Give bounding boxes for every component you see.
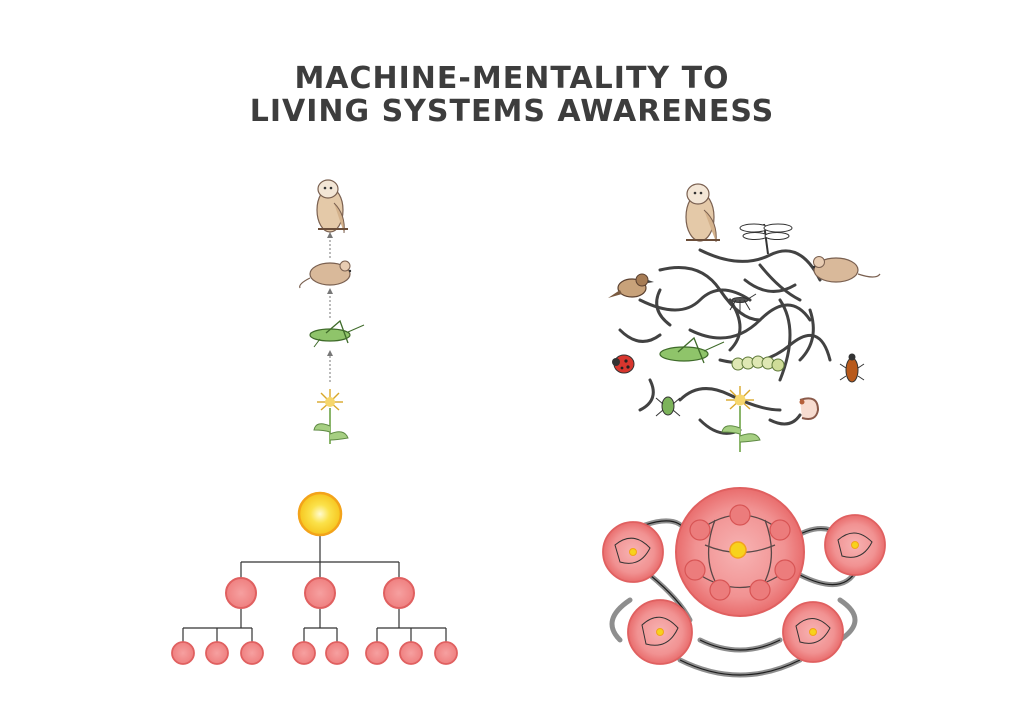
sparrow-icon (608, 273, 654, 298)
hierarchy-leaf-node (292, 641, 316, 665)
network-satellite-node (602, 521, 664, 583)
beetle-icon (839, 353, 865, 383)
network-satellite-node (627, 599, 693, 665)
dandelion-icon (721, 386, 761, 452)
food-chain (299, 179, 365, 444)
hierarchy-leaf-node (171, 641, 195, 665)
web-strands (618, 248, 832, 435)
hierarchy-leaf-node (434, 641, 458, 665)
mouse-icon (299, 260, 352, 289)
food-web (608, 183, 881, 452)
network-satellite-node (824, 514, 886, 576)
grasshopper-icon (309, 319, 365, 348)
hierarchy-node (383, 577, 415, 609)
grasshopper-icon (659, 336, 725, 364)
owl-icon (685, 183, 720, 243)
hierarchy-node (225, 577, 257, 609)
mouse-icon (812, 256, 881, 283)
hierarchy-connectors (182, 535, 447, 642)
title-line-2: LIVING SYSTEMS AWARENESS (249, 94, 775, 129)
hierarchy-root-node (297, 491, 343, 537)
hierarchy-leaf-node (365, 641, 389, 665)
living-network-diagram (602, 487, 886, 678)
hierarchy-leaf-node (399, 641, 423, 665)
hierarchy-node (304, 577, 336, 609)
owl-icon (316, 179, 348, 234)
hierarchy-diagram (171, 491, 458, 665)
mosquito-icon (729, 293, 757, 312)
network-satellite-node (782, 601, 844, 663)
ladybug-icon (612, 354, 635, 374)
dandelion-icon (313, 389, 349, 444)
network-sun-node (729, 541, 747, 559)
hierarchy-leaf-node (240, 641, 264, 665)
aphid-icon (655, 396, 681, 417)
hierarchy-leaf-node (205, 641, 229, 665)
page-title: MACHINE-MENTALITY TO LIVING SYSTEMS AWAR… (0, 62, 1024, 128)
caterpillar-icon (731, 355, 785, 372)
title-line-1: MACHINE-MENTALITY TO (294, 61, 730, 96)
arrow-heads (327, 232, 333, 356)
grub-icon (799, 397, 820, 420)
hierarchy-leaf-node (325, 641, 349, 665)
dragonfly-icon (739, 223, 793, 255)
